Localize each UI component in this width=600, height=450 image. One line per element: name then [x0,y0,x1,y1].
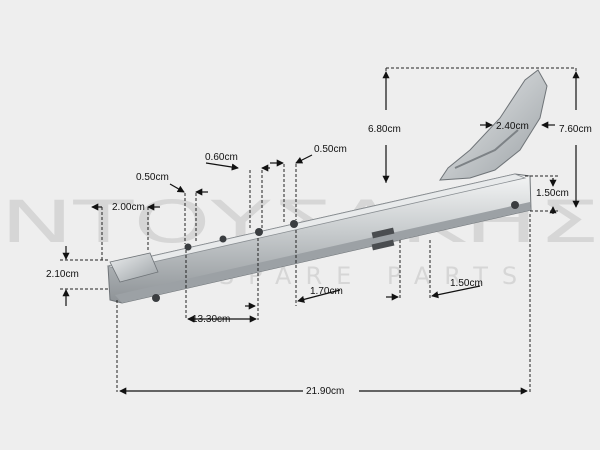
dim-width-total: 21.90cm [306,386,344,397]
dim-hole-span: 13.30cm [192,314,230,325]
dim-overall-height: 7.60cm [559,124,592,135]
dimension-labels: 21.90cm 2.10cm 2.00cm 0.50cm 0.60cm 0.50… [46,121,592,397]
slot [371,227,395,239]
dim-left-end-height: 2.10cm [46,269,79,280]
mount-hole [219,235,227,243]
mount-hole [184,243,192,251]
dim-right-end-height: 1.50cm [536,188,569,199]
slot [371,239,395,251]
mount-hole [290,220,298,228]
mount-hole [511,201,519,209]
dim-hole-pitch-a: 0.50cm [136,172,169,183]
dim-hole-pitch-b: 0.50cm [314,144,347,155]
hinge-part [106,69,548,304]
dimension-lines [60,67,580,397]
dim-slot-width: 1.50cm [450,278,483,289]
mount-hole [152,294,160,302]
dim-hook-rise: 6.80cm [368,124,401,135]
dim-hook-width: 2.40cm [496,121,529,132]
dim-slot-spacing: 1.70cm [310,286,343,297]
mount-hole [255,228,263,236]
dim-hole-diameter: 0.60cm [205,152,238,163]
dim-left-hole-offset: 2.00cm [112,202,145,213]
